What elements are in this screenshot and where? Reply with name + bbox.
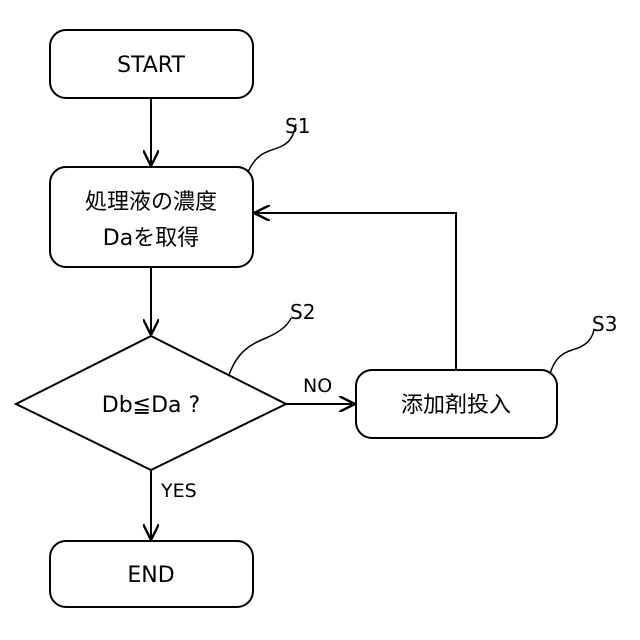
end-node-label: END [127, 563, 174, 588]
s1-node-label-line2: Daを取得 [103, 226, 199, 251]
s2-step-label: S2 [290, 300, 315, 324]
s1-step-label: S1 [285, 114, 310, 138]
s1-node-label-line1: 処理液の濃度 [85, 190, 217, 215]
yes-edge-label: YES [160, 480, 197, 502]
s1-node [50, 167, 253, 267]
start-node-label: START [117, 53, 185, 78]
s3-callout-line [550, 330, 594, 374]
s2-decision-label: Db≦Da ? [102, 393, 200, 418]
s2-callout-line [229, 318, 291, 375]
s3-node-label: 添加剤投入 [401, 393, 511, 418]
no-edge-label: NO [303, 375, 332, 397]
s3-step-label: S3 [592, 312, 617, 336]
arrow-s3-to-s1-loop [254, 213, 456, 370]
